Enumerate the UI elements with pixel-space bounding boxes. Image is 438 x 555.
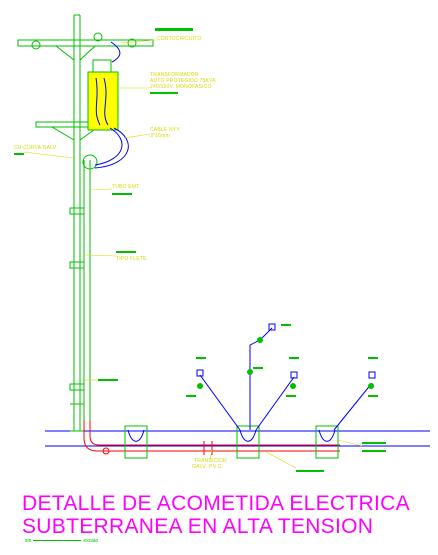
underground-conduit — [83, 420, 340, 455]
label-cortocircuito: CORTOCIRCUITO — [157, 36, 202, 42]
service-cables — [94, 127, 129, 169]
label-transformador-1: TRANSFORMADOR — [150, 72, 199, 78]
branch-lines — [199, 327, 373, 431]
scale-left: sin — [25, 538, 32, 544]
leader-lines — [23, 39, 363, 469]
label-tubo: TUBO EMT — [112, 184, 139, 190]
riser-conduit — [82, 154, 98, 420]
junction-dots — [197, 337, 374, 389]
transformer — [87, 41, 121, 131]
label-transicion-1: TRANSICION — [194, 458, 227, 464]
drawing-title-line-2: SUBTERRANEA EN ALTA TENSION — [22, 515, 374, 538]
meter-nodes — [196, 323, 376, 379]
scale-note: sin escala — [25, 538, 98, 544]
drawing-title-line-1: DETALLE DE ACOMETIDA ELECTRICA — [22, 492, 410, 515]
label-bars — [14, 28, 386, 472]
handhole-boxes — [124, 425, 339, 459]
scale-right: escala — [83, 538, 98, 544]
label-tipo-flete: TIPO FLETE — [116, 256, 147, 262]
scale-line — [33, 539, 82, 541]
label-transicion-2: GALV. P.V.C. — [192, 464, 223, 470]
label-transformador-2: AUTO PROTEGIDO 75KVA — [150, 78, 216, 84]
label-transformador-3: 240/120V. MONOFASICO — [150, 84, 212, 90]
utility-pole — [17, 14, 154, 432]
label-curva: CU.CURVA GALV. — [14, 145, 57, 151]
label-cable-2: 3*16mm — [150, 133, 170, 139]
label-cable: CABLE NYY — [150, 127, 180, 133]
conduit-end-marker — [102, 447, 110, 455]
